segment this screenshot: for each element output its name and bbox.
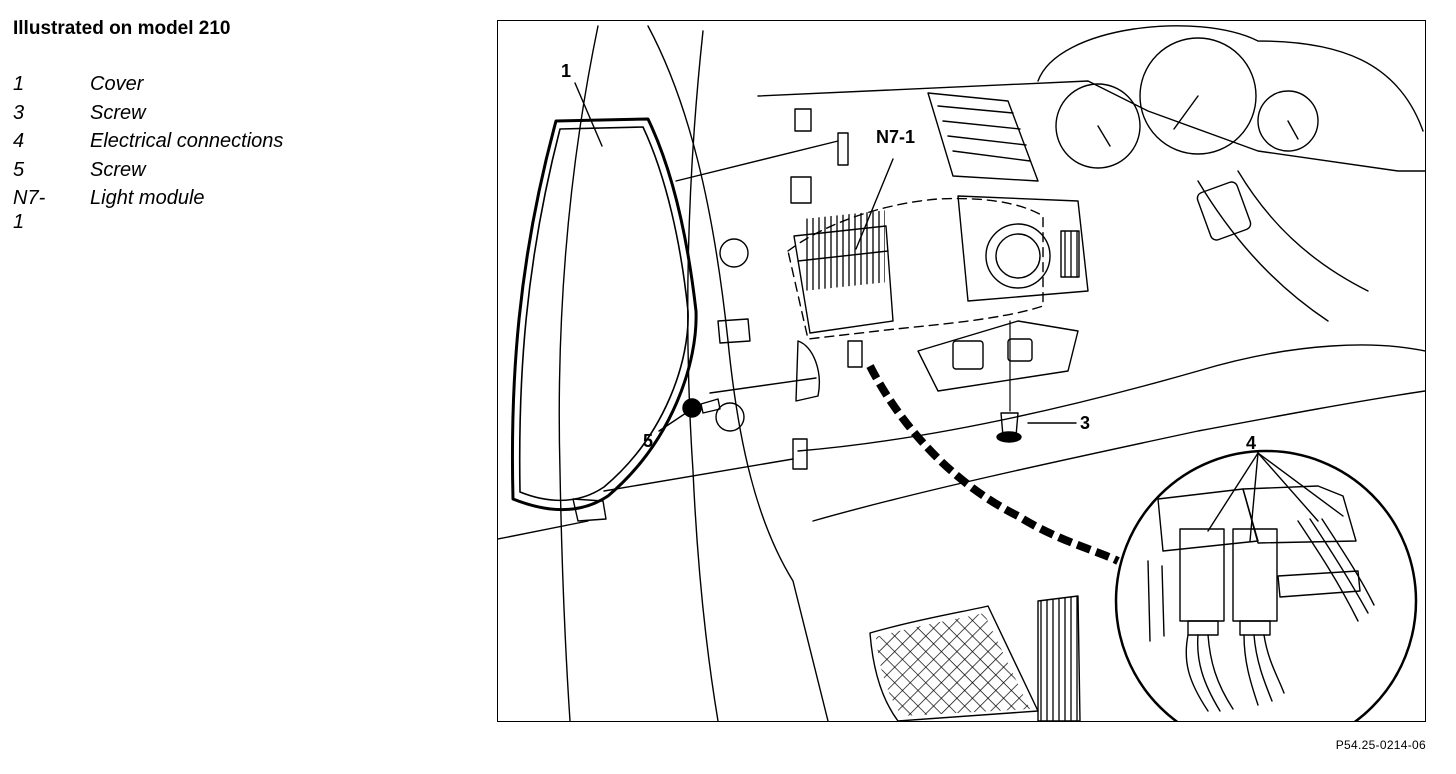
legend-number: N7-1 [13, 187, 46, 233]
legend-description: Screw [90, 101, 146, 124]
legend-number: 4 [13, 130, 25, 152]
callout-leader-5 [658, 412, 687, 432]
callout-leader-4d [1257, 452, 1344, 517]
gauge-center [1139, 37, 1257, 155]
callout-leader-4b [1249, 452, 1259, 542]
hex-nut-upper [719, 238, 749, 268]
instrument-cluster-housing [1037, 25, 1424, 132]
callout-label-4: 4 [1246, 433, 1256, 453]
lower-switch-block [917, 320, 1079, 392]
reference-code: P54.25-0214-06 [1335, 738, 1426, 752]
detail-magnifier [1114, 449, 1418, 721]
pillar-line-inner [687, 30, 719, 721]
cover-panel-inner [518, 126, 689, 502]
hex-nut-lower [715, 402, 745, 432]
illustration-svg: 1 N7-1 5 3 4 [498, 25, 1425, 721]
light-module-n7-1 [793, 210, 894, 334]
page-title: Illustrated on model 210 [13, 18, 231, 39]
column-block [1196, 181, 1252, 241]
cover-tab [572, 498, 607, 522]
legend-description: Screw [90, 158, 146, 181]
dash-curve [812, 390, 1425, 522]
screw-3 [996, 320, 1022, 443]
connector-detail [1147, 485, 1375, 712]
callout-leader-n71 [855, 158, 894, 250]
dash-lower-edge [797, 344, 1425, 452]
gauge-left [1055, 83, 1141, 169]
gauge-right [1257, 90, 1319, 152]
callout-leader-4a [1207, 452, 1259, 532]
legend-number: 1 [13, 73, 25, 95]
bracket-tab [790, 176, 812, 204]
technical-illustration: 1 N7-1 5 3 4 [497, 20, 1426, 722]
switch-panel [957, 195, 1089, 302]
bracket-slot [837, 132, 849, 166]
legend-number: 3 [13, 101, 25, 124]
legend-description: Cover [90, 73, 144, 95]
assembly-line [603, 458, 794, 492]
callout-label-1: 1 [561, 61, 571, 81]
assembly-line [709, 377, 817, 394]
hidden-module-outline [787, 197, 1044, 340]
cover-panel [510, 117, 698, 511]
light-switch-knob [985, 223, 1051, 289]
callout-label-5: 5 [643, 431, 653, 451]
steering-column [1197, 170, 1369, 322]
pillar-line [558, 25, 599, 721]
bracket-lower [792, 438, 808, 470]
assembly-line [675, 140, 839, 182]
wiring-harness [866, 364, 1120, 565]
bracket-upper [794, 108, 812, 132]
callout-leader-1 [574, 82, 603, 147]
brake-pedal [869, 605, 1039, 721]
screw-5 [682, 398, 721, 418]
dash-top-edge [757, 80, 1425, 172]
bracket-slot-lower [847, 340, 863, 368]
legend-description: Light module [90, 187, 205, 209]
legend-description: Electrical connections [90, 130, 284, 152]
callout-label-n71: N7-1 [876, 127, 915, 147]
air-vent [927, 92, 1039, 182]
dashboard-outline [647, 25, 829, 721]
legend-number: 5 [13, 158, 25, 181]
callout-label-3: 3 [1080, 413, 1090, 433]
callout-leader-4c [1257, 452, 1319, 522]
accelerator-pedal [1037, 595, 1081, 721]
